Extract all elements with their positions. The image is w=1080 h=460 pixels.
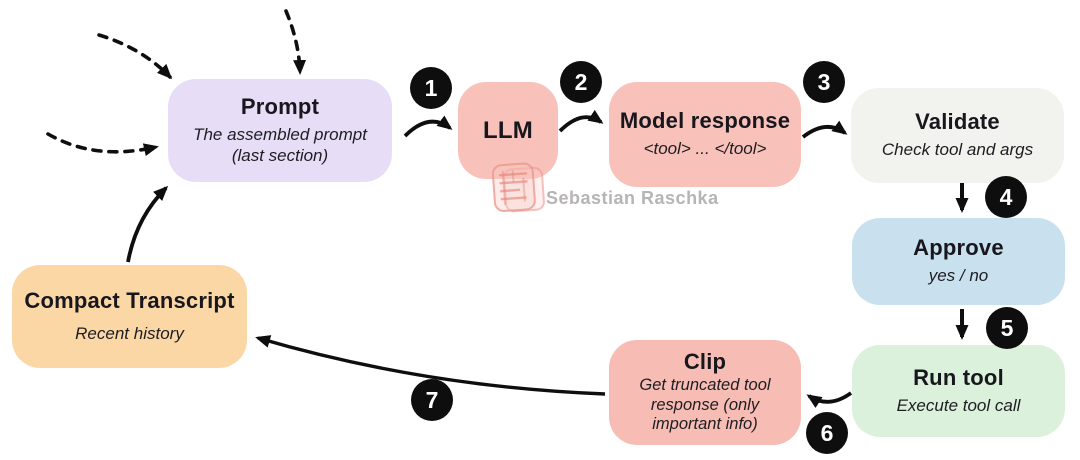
arrow-external-to-prompt-left [46, 132, 159, 157]
node-subtitle: Get truncated tool response (only import… [639, 376, 771, 434]
arrow-run-tool-to-clip [806, 391, 853, 408]
node-validate: Validate Check tool and args [851, 88, 1064, 183]
node-title: Approve [913, 235, 1004, 261]
node-prompt: Prompt The assembled prompt (last sectio… [168, 79, 392, 182]
node-subtitle: <tool> ... </tool> [643, 139, 767, 159]
node-subtitle: Check tool and args [881, 140, 1034, 160]
node-clip: Clip Get truncated tool response (only i… [609, 340, 801, 445]
arrow-llm-to-model-response [558, 109, 604, 133]
step-badge-5: 5 [986, 307, 1028, 349]
node-title: Model response [619, 108, 791, 134]
node-title: LLM [483, 116, 533, 144]
node-subtitle: Execute tool call [896, 395, 1021, 415]
node-title: Run tool [913, 364, 1004, 390]
node-subtitle: Recent history [75, 323, 184, 343]
node-llm: LLM [458, 82, 558, 179]
arrow-prompt-to-llm [403, 115, 453, 138]
node-title: Validate [915, 109, 1000, 135]
arrow-compact-transcript-to-prompt [126, 185, 169, 263]
step-badge-4: 4 [985, 176, 1027, 218]
step-badge-6: 6 [806, 412, 848, 454]
seal-stamp-icon [491, 162, 545, 213]
node-title: Clip [683, 349, 727, 375]
node-compact-transcript: Compact Transcript Recent history [12, 265, 247, 368]
node-model-response: Model response <tool> ... </tool> [609, 82, 801, 187]
step-badge-1: 1 [410, 67, 452, 109]
arrow-external-to-prompt-topleft [97, 33, 173, 80]
arrow-model-response-to-validate [801, 120, 848, 139]
node-subtitle: yes / no [928, 266, 989, 286]
node-title: Compact Transcript [24, 287, 235, 313]
node-approve: Approve yes / no [852, 218, 1065, 305]
step-badge-2: 2 [560, 61, 602, 103]
node-subtitle: The assembled prompt (last section) [193, 124, 367, 165]
node-run-tool: Run tool Execute tool call [852, 345, 1065, 437]
node-title: Prompt [240, 93, 320, 119]
arrow-external-to-prompt-top [284, 9, 307, 75]
watermark-text: Sebastian Raschka [546, 188, 719, 208]
step-badge-3: 3 [803, 61, 845, 103]
step-badge-7: 7 [411, 379, 453, 421]
